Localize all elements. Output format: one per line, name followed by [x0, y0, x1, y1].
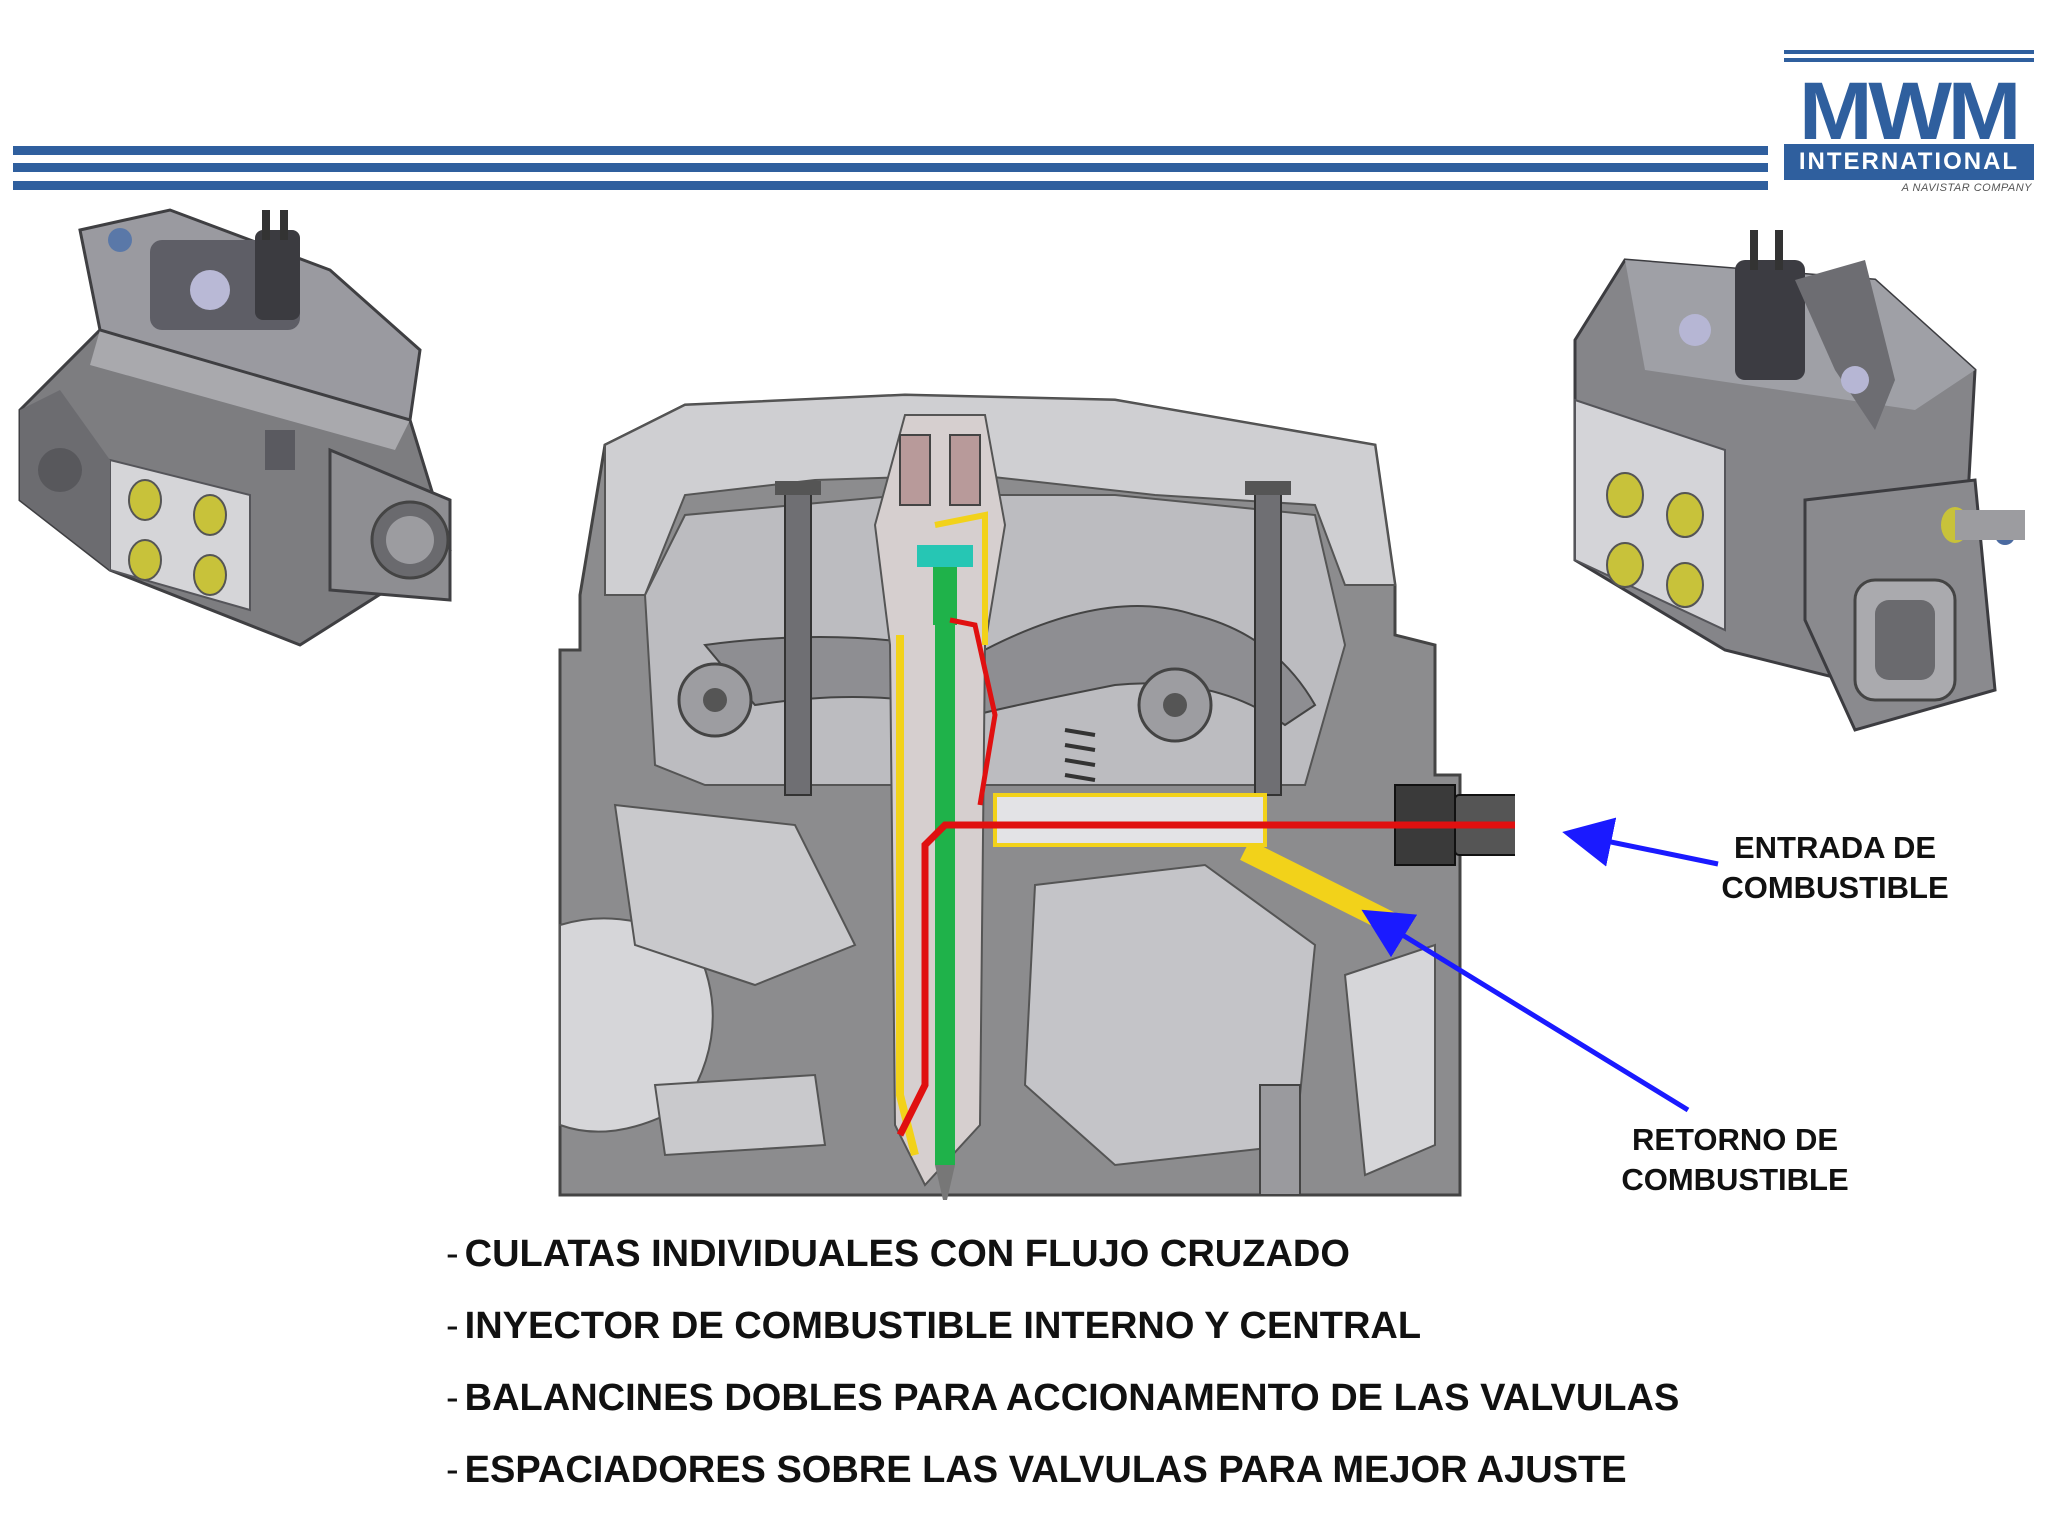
label-fuel-inlet: ENTRADA DE COMBUSTIBLE	[1700, 828, 1970, 908]
label-fuel-return-line1: RETORNO DE	[1631, 1122, 1839, 1157]
label-fuel-inlet-line2: COMBUSTIBLE	[1721, 870, 1949, 905]
logo-tagline: A NAVISTAR COMPANY	[1901, 182, 2032, 194]
logo-rule-2	[1784, 58, 2034, 62]
feature-text: ESPACIADORES SOBRE LAS VALVULAS PARA MEJ…	[464, 1449, 1627, 1491]
feature-text: INYECTOR DE COMBUSTIBLE INTERNO Y CENTRA…	[464, 1305, 1422, 1347]
mwm-logo: MWM INTERNATIONAL A NAVISTAR COMPANY	[1780, 46, 2036, 196]
logo-brand: MWM	[1798, 66, 2021, 157]
logo-band: INTERNATIONAL	[1784, 144, 2034, 180]
cylinder-head-render-left	[18, 208, 452, 647]
feature-text: CULATAS INDIVIDUALES CON FLUJO CRUZADO	[464, 1233, 1350, 1275]
feature-text: BALANCINES DOBLES PARA ACCIONAMENTO DE L…	[464, 1377, 1680, 1419]
logo-rule-1	[1784, 50, 2034, 54]
feature-item: -BALANCINES DOBLES PARA ACCIONAMENTO DE …	[446, 1377, 1680, 1419]
header-stripe-middle	[13, 163, 1768, 172]
header-stripe-bottom	[13, 181, 1768, 190]
arrow-fuel-inlet	[1562, 817, 1719, 867]
feature-item: -CULATAS INDIVIDUALES CON FLUJO CRUZADO	[446, 1233, 1350, 1275]
arrow-fuel-return	[1361, 909, 1690, 1113]
label-fuel-inlet-line1: ENTRADA DE	[1733, 830, 1937, 865]
feature-item: -INYECTOR DE COMBUSTIBLE INTERNO Y CENTR…	[446, 1305, 1422, 1347]
feature-item: -ESPACIADORES SOBRE LAS VALVULAS PARA ME…	[446, 1449, 1627, 1491]
feature-list: -CULATAS INDIVIDUALES CON FLUJO CRUZADO …	[446, 1228, 1679, 1516]
label-fuel-return: RETORNO DE COMBUSTIBLE	[1600, 1120, 1870, 1200]
cylinder-head-render-right	[1573, 230, 2025, 732]
header-stripe-top	[13, 146, 1768, 155]
cylinder-head-cross-section	[558, 393, 1515, 1200]
label-fuel-return-line2: COMBUSTIBLE	[1621, 1162, 1849, 1197]
